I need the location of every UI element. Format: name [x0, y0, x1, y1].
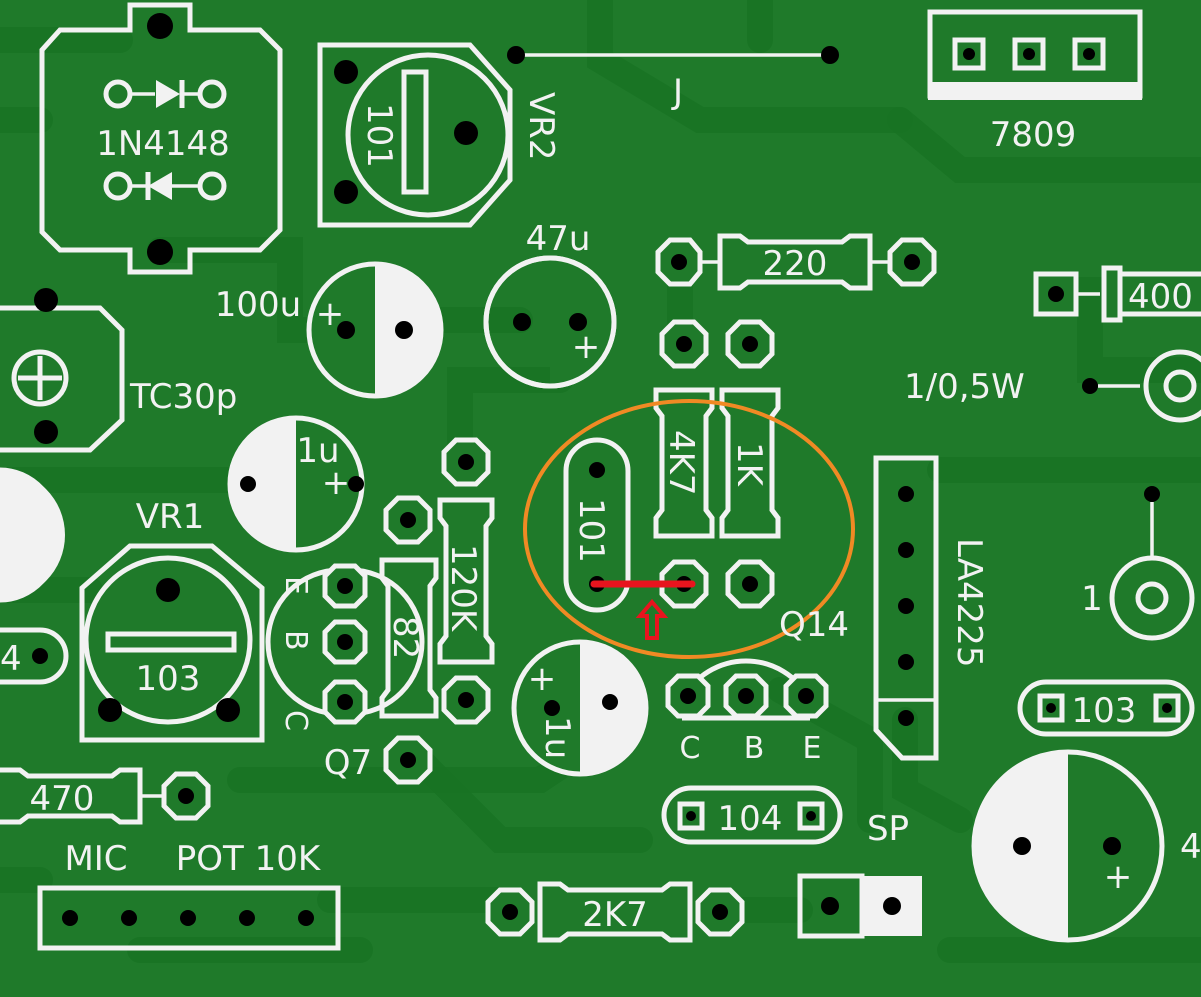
vr2-value: 101 [359, 103, 399, 168]
up-arrow-icon [635, 598, 669, 640]
resistor-4k7: 4K7 [653, 319, 715, 609]
q7-c-label: C [278, 710, 313, 731]
diode-icon [156, 80, 180, 108]
regulator-7809: 7809 [927, 9, 1143, 155]
vr1-label: VR1 [136, 497, 205, 537]
q14-b-label: B [744, 731, 765, 766]
plus-icon: + [316, 294, 345, 334]
resistor-2k7: 2K7 [485, 881, 745, 943]
vr1-value: 103 [136, 659, 201, 699]
res-1k-label: 1K [729, 442, 769, 488]
capacitor-100u: + 100u [215, 261, 444, 399]
capacitor-large-right: + 4 [971, 749, 1201, 943]
capacitor-103: 103 [1017, 679, 1195, 737]
diode-icon [148, 172, 172, 200]
resistor-1-05w: 1/0,5W [904, 349, 1201, 423]
pot-label: POT 10K [176, 839, 322, 879]
transistor-q7: E B C Q7 [265, 563, 425, 783]
tc30p-label: TC30p [129, 377, 237, 417]
plus-icon: + [1104, 857, 1133, 897]
ic-la4225: LA4225 [873, 455, 989, 761]
ic-label: LA4225 [949, 538, 989, 668]
plus-icon: + [528, 659, 557, 699]
highlight-ellipse [523, 399, 855, 659]
resistor-82: 82 [379, 495, 439, 785]
capacitor-104: 104 [661, 785, 843, 845]
vr1-trimmer: VR1 103 [79, 497, 265, 743]
trimmer-cap-tc30p: TC30p [0, 288, 237, 453]
wattage-label: 1/0,5W [904, 367, 1025, 407]
resistor-470: 470 [0, 767, 211, 825]
capacitor-1u-upper: + 1u [227, 415, 365, 553]
regulator-label: 7809 [990, 115, 1077, 155]
cap-1u-upper-label: 1u [296, 431, 339, 471]
resistor-220: 220 [655, 233, 937, 291]
speaker-connector: SP [797, 809, 922, 939]
q7-b-label: B [278, 630, 313, 651]
right-4-label: 4 [1180, 827, 1201, 867]
transistor-q14: Q14 C B E [665, 605, 849, 766]
cap-100u-label: 100u [215, 285, 301, 325]
q7-label: Q7 [324, 743, 372, 783]
capacitor-47u: + 47u [483, 219, 617, 389]
capacitor-1u-lower: + 1u [511, 639, 649, 777]
resistor-400: 400 [1033, 265, 1201, 323]
res-2k7-label: 2K7 [582, 895, 648, 935]
cap-103-label: 103 [1072, 691, 1137, 731]
vr2-label: VR2 [521, 92, 561, 161]
cap-1u-lower-label: 1u [537, 716, 577, 759]
capacitor-left-partial [0, 467, 65, 603]
res-470-label: 470 [30, 779, 95, 819]
diode-1n4148: 1N4148 [39, 2, 283, 275]
q7-e-label: E [278, 576, 313, 595]
one-label: 1 [1081, 579, 1103, 619]
resistor-120k: 120K [437, 437, 495, 725]
q14-label: Q14 [779, 605, 849, 645]
capacitor-101: 101 [563, 437, 631, 613]
mic-label: MIC [64, 839, 127, 879]
component-4-left: 4 [0, 627, 69, 685]
q14-e-label: E [803, 731, 822, 766]
mic-pot-header: MIC POT 10K [37, 839, 341, 951]
plus-icon: + [322, 463, 351, 503]
jumper-j: J [507, 46, 839, 112]
q14-c-label: C [680, 731, 701, 766]
diode-label: 1N4148 [96, 124, 230, 164]
component-1-right: 1 [1081, 486, 1195, 641]
left-4-label: 4 [0, 639, 22, 679]
sp-label: SP [867, 809, 909, 849]
res-120k-label: 120K [443, 544, 483, 633]
jumper-label: J [671, 72, 683, 112]
resistor-1k: 1K [719, 319, 781, 609]
plus-icon: + [572, 327, 601, 367]
cap-101-label: 101 [571, 498, 611, 563]
cap-104-label: 104 [718, 799, 783, 839]
res-220-label: 220 [763, 244, 828, 284]
cross-icon [18, 356, 62, 400]
vr2-trimmer: 101 VR2 [317, 42, 561, 228]
cap-47u-label: 47u [526, 219, 591, 259]
res-400-label: 400 [1128, 277, 1193, 317]
res-4k7-label: 4K7 [661, 430, 701, 496]
